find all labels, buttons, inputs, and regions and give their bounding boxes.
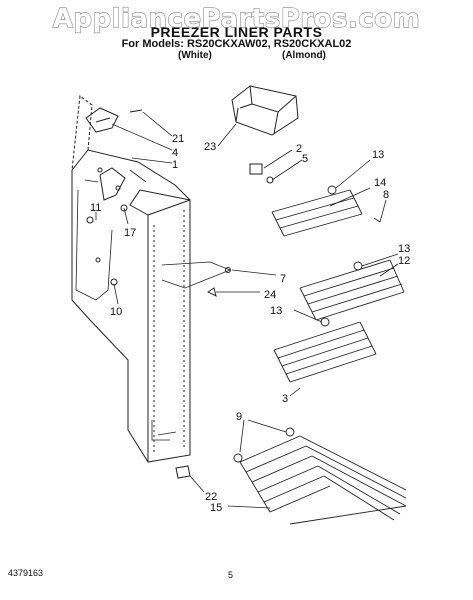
document-number: 4379163: [8, 568, 44, 578]
svg-text:13: 13: [372, 149, 384, 161]
svg-text:4: 4: [172, 147, 178, 159]
svg-text:13: 13: [270, 305, 282, 317]
svg-text:7: 7: [280, 273, 286, 285]
bottom-basket: [233, 427, 407, 525]
svg-text:1: 1: [172, 159, 178, 171]
model-numbers: For Models: RS20CKXAW02, RS20CKXAL02: [121, 38, 352, 50]
wire-shelf-lower: [273, 317, 377, 383]
svg-text:21: 21: [172, 133, 184, 145]
wire-shelf-upper: [271, 185, 381, 237]
svg-text:10: 10: [110, 306, 122, 318]
callout-labels: 21 4 1 23 2 5 13 14 8 11 17 13 12 7 24 1…: [90, 133, 410, 514]
svg-text:11: 11: [90, 202, 101, 214]
svg-text:22: 22: [205, 491, 217, 503]
page-number: 5: [228, 570, 234, 580]
hardware-fasteners: [86, 204, 231, 479]
svg-text:8: 8: [383, 189, 389, 201]
variant-almond: (Almond): [282, 50, 326, 61]
leader-lines: [95, 111, 399, 509]
svg-text:24: 24: [264, 289, 276, 301]
svg-text:5: 5: [302, 153, 308, 165]
svg-text:13: 13: [398, 243, 410, 255]
svg-text:12: 12: [398, 255, 410, 267]
svg-text:15: 15: [210, 502, 222, 514]
svg-text:14: 14: [374, 177, 386, 189]
small-clip-parts: [249, 163, 274, 184]
storage-bin: [231, 85, 299, 136]
wire-shelf-middle: [299, 259, 405, 321]
svg-text:17: 17: [124, 227, 136, 239]
svg-text:23: 23: [204, 141, 216, 153]
svg-text:3: 3: [282, 393, 288, 405]
diagram-title: PREEZER LINER PARTS: [150, 24, 323, 40]
watermark: AppliancePartsPros.com: [52, 3, 421, 34]
svg-text:9: 9: [236, 411, 242, 423]
svg-text:2: 2: [296, 143, 302, 155]
top-bracket: [85, 107, 143, 133]
variant-white: (White): [178, 50, 212, 61]
